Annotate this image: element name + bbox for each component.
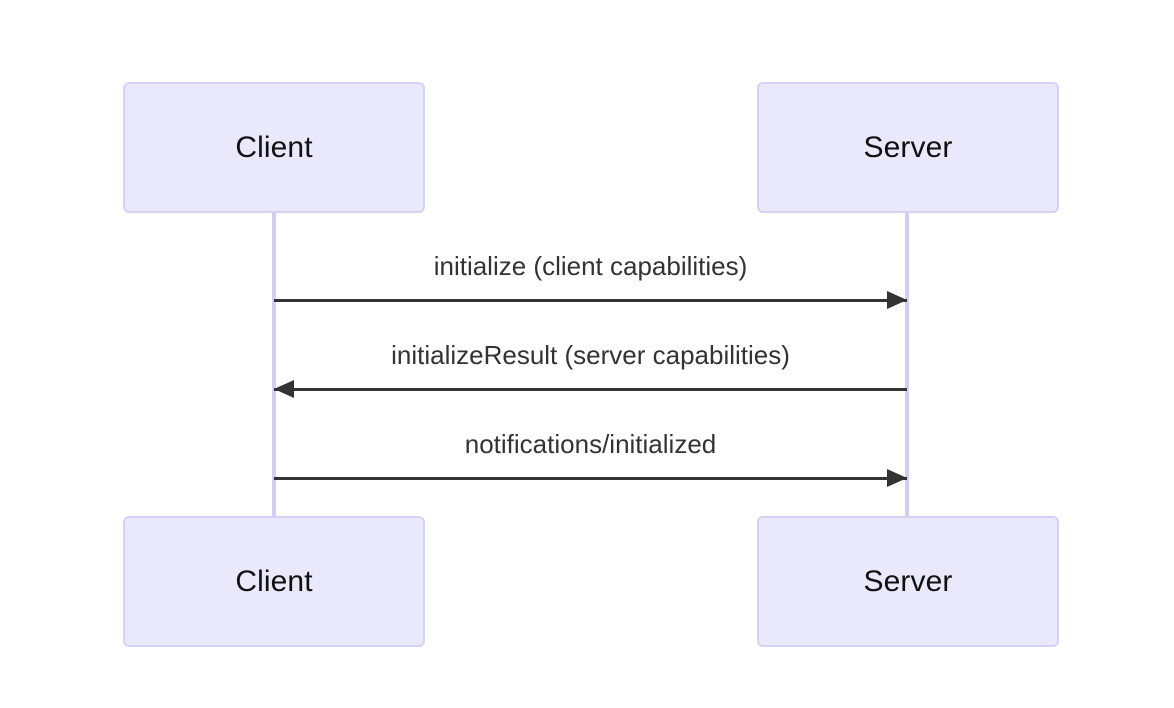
participant-label-client-top: Client (235, 130, 313, 164)
message-arrow-initialize-result (274, 380, 907, 398)
lifeline-server (905, 213, 909, 516)
message-line-initialize (274, 299, 907, 302)
participant-label-server-bottom: Server (863, 564, 953, 598)
message-line-initialize-result (274, 388, 907, 391)
arrowhead-left-initialize-result (274, 380, 294, 398)
message-line-notifications-initialized (274, 477, 907, 480)
participant-box-client-bottom[interactable]: Client (123, 516, 425, 647)
message-label-notifications-initialized: notifications/initialized (464, 429, 717, 459)
message-label-initialize: initialize (client capabilities) (433, 251, 748, 281)
lifeline-client (272, 213, 276, 516)
participant-box-server-top[interactable]: Server (757, 82, 1059, 213)
message-label-initialize-result: initializeResult (server capabilities) (391, 340, 790, 370)
participant-label-client-bottom: Client (235, 564, 313, 598)
participant-label-server-top: Server (863, 130, 953, 164)
arrowhead-right-initialize (887, 291, 907, 309)
message-arrow-initialize (274, 291, 907, 309)
participant-box-server-bottom[interactable]: Server (757, 516, 1059, 647)
arrowhead-right-notifications-initialized (887, 469, 907, 487)
participant-box-client-top[interactable]: Client (123, 82, 425, 213)
message-arrow-notifications-initialized (274, 469, 907, 487)
